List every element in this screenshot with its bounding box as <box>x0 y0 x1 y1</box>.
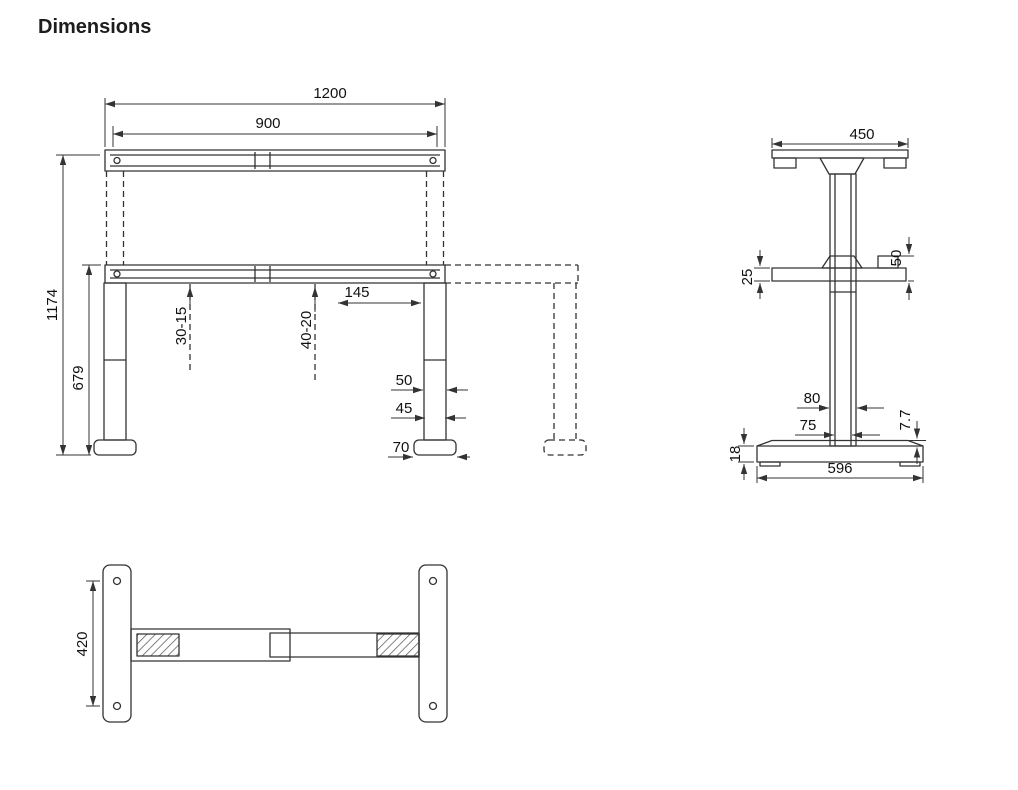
screw-icon <box>429 270 437 278</box>
screw-icon <box>112 576 122 586</box>
extended-leg-outline <box>543 283 587 456</box>
stroke-reference-lines <box>189 284 316 380</box>
dim-top-bracket-length: 450 <box>771 126 909 148</box>
page-title: Dimensions <box>38 16 152 38</box>
dim-label-foot-height: 18 <box>727 446 744 463</box>
dim-foot-length: 596 <box>756 460 924 483</box>
dim-label-upper-leg-width: 50 <box>396 372 413 389</box>
dim-max-height: 1174 <box>44 154 100 456</box>
screw-icon <box>429 156 437 165</box>
screw-icon <box>112 701 122 711</box>
dim-upper-leg-width: 50 <box>391 372 468 394</box>
dim-column-inner: 75 <box>795 417 880 439</box>
dim-label-top-bracket-length: 450 <box>849 126 874 143</box>
dim-label-overall-width: 1200 <box>313 85 346 102</box>
base-foot <box>756 445 924 463</box>
dim-overall-width: 1200 <box>104 85 446 147</box>
dim-label-foot-tip-height: 7.7 <box>897 410 914 431</box>
dim-label-lower-leg-width: 45 <box>396 400 413 417</box>
dim-label-max-height: 1174 <box>44 289 61 321</box>
dim-foot-tip-height: 7.7 <box>897 410 926 464</box>
dim-column-outer: 80 <box>797 390 884 412</box>
top-beam <box>104 149 446 172</box>
raised-leg-outline <box>105 171 445 265</box>
dim-bracket-drop: 50 <box>888 237 914 300</box>
dim-label-column-outer: 80 <box>804 390 821 407</box>
front-dimensions: 1200 900 1174 <box>44 85 470 461</box>
dim-foot-width: 70 <box>388 439 470 461</box>
screw-icon <box>428 701 438 711</box>
dim-lower-range: 40-20 <box>298 287 319 349</box>
beam-extension-outline <box>445 264 579 284</box>
screw-icon <box>113 270 121 278</box>
top-mount-bracket <box>819 157 865 175</box>
dim-frame-width: 900 <box>112 115 438 147</box>
dim-label-bracket-drop: 50 <box>888 250 905 267</box>
dim-label-frame-width: 900 <box>255 115 280 132</box>
side-frame <box>756 149 924 467</box>
left-foot-plan <box>102 564 132 723</box>
dim-foot-spacing: 420 <box>74 580 100 707</box>
dim-bracket-thickness: 25 <box>739 250 770 299</box>
left-foot <box>93 439 137 456</box>
dim-label-min-height: 679 <box>70 365 87 390</box>
dim-lower-leg-width: 45 <box>391 400 466 422</box>
top-plan-frame <box>102 564 448 723</box>
outer-beam-plan <box>130 628 291 662</box>
left-drive-box <box>136 633 180 657</box>
left-leg <box>103 282 127 441</box>
side-dimensions: 450 25 50 <box>727 126 926 483</box>
dim-bracket-offset: 145 <box>338 284 421 307</box>
right-leg <box>423 282 447 441</box>
cross-bracket <box>771 267 907 282</box>
right-foot-plan <box>418 564 448 723</box>
right-drive-box <box>376 633 420 657</box>
lower-beam <box>104 264 446 284</box>
dim-upper-range: 30-15 <box>173 287 194 345</box>
leg-column <box>829 173 857 447</box>
dim-min-height: 679 <box>70 264 101 455</box>
top-view: 420 <box>74 564 448 723</box>
screw-icon <box>428 576 438 586</box>
dim-label-bracket-thickness: 25 <box>739 269 756 286</box>
front-view: 1200 900 1174 <box>44 85 587 461</box>
screw-icon <box>113 156 121 165</box>
dim-label-foot-length: 596 <box>827 460 852 477</box>
dim-label-foot-width: 70 <box>393 439 410 456</box>
dim-label-bracket-offset: 145 <box>344 284 369 301</box>
dim-foot-height: 18 <box>727 428 754 480</box>
dim-label-upper-range: 30-15 <box>173 307 190 345</box>
right-foot <box>413 439 457 456</box>
top-plate <box>771 149 909 159</box>
front-frame <box>93 149 587 456</box>
dim-label-column-inner: 75 <box>800 417 817 434</box>
dim-label-lower-range: 40-20 <box>298 311 315 349</box>
top-dimensions: 420 <box>74 580 100 707</box>
side-view: 450 25 50 <box>727 126 926 483</box>
dim-label-foot-spacing: 420 <box>74 631 91 656</box>
